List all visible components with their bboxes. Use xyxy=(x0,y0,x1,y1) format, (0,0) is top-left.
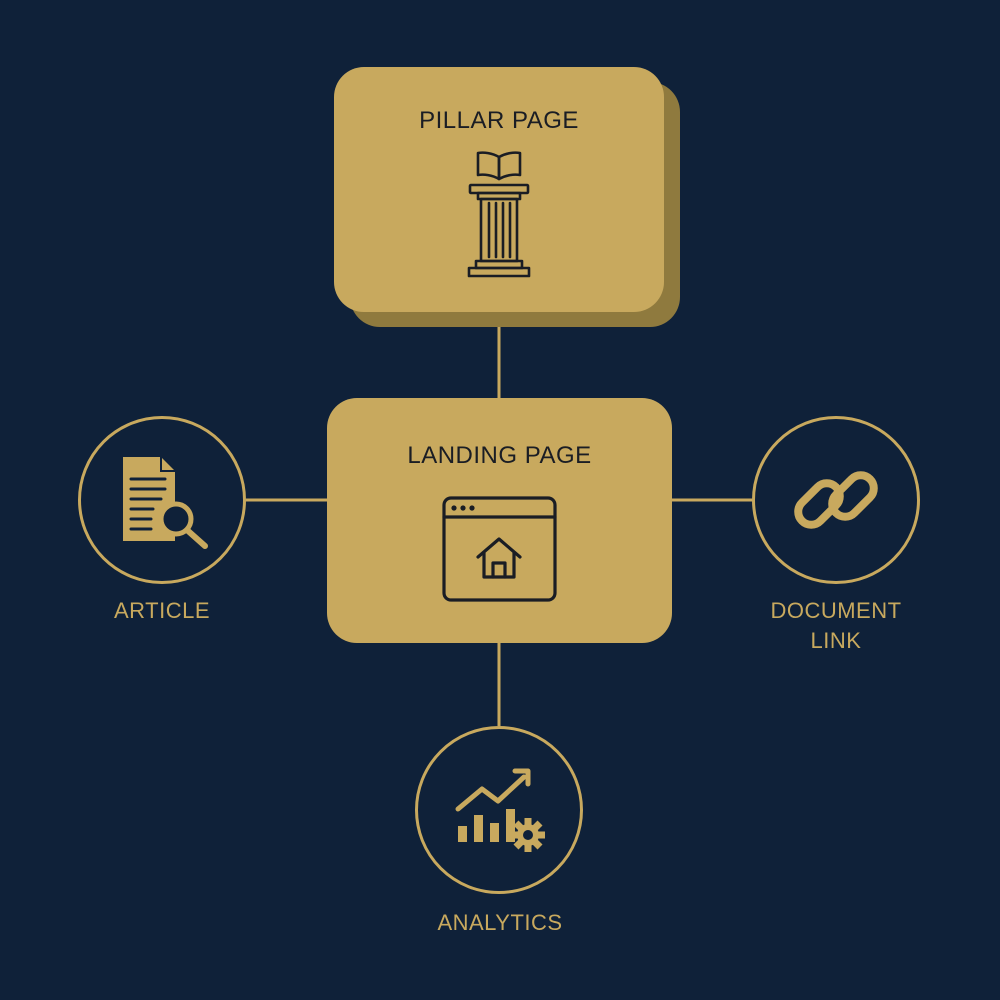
pillar-page-label: PILLAR PAGE xyxy=(419,107,579,134)
analytics-node xyxy=(415,726,583,894)
bar-chart-gear-icon xyxy=(455,768,545,852)
document-search-icon xyxy=(123,457,208,549)
document-link-label-line1: DOCUMENT xyxy=(770,598,902,623)
article-node xyxy=(78,416,246,584)
landing-page-label: LANDING PAGE xyxy=(407,442,592,469)
browser-home-icon xyxy=(442,496,557,602)
pillar-with-book-icon xyxy=(467,151,531,278)
chain-link-icon xyxy=(794,471,878,529)
analytics-label: ANALYTICS xyxy=(437,910,563,935)
pillar-page-node: PILLAR PAGE xyxy=(334,67,664,312)
landing-page-node: LANDING PAGE xyxy=(327,398,672,643)
document-link-node xyxy=(752,416,920,584)
document-link-label-line2: LINK xyxy=(810,628,862,653)
article-label: ARTICLE xyxy=(113,598,210,623)
